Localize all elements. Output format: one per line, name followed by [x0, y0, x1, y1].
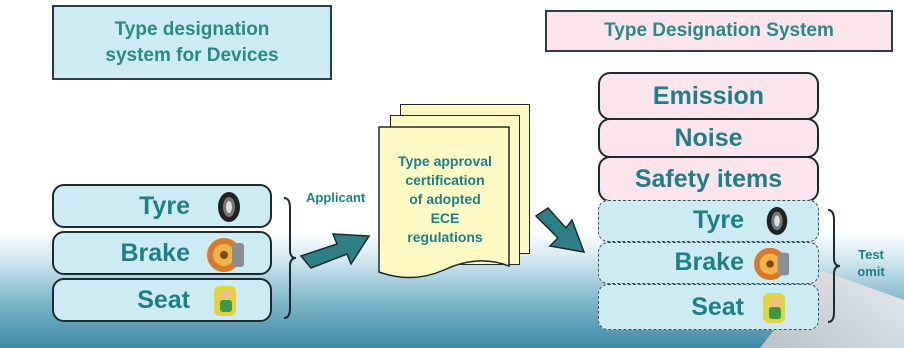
system-item-noise: Noise — [598, 118, 819, 158]
system-item-safety: Safety items — [598, 156, 819, 202]
device-label: Seat — [137, 286, 190, 314]
system-device-label: Brake — [674, 248, 745, 276]
system-item-label: Emission — [652, 81, 765, 110]
document-front — [378, 126, 510, 279]
device-row-seat: Seat — [52, 278, 272, 322]
system-device-label: Tyre — [693, 206, 744, 234]
system-device-label: Seat — [691, 293, 744, 321]
arrow-to-document — [299, 233, 371, 269]
device-label: Brake — [120, 239, 191, 267]
system-device-tyre: Tyre — [598, 200, 819, 242]
arrow-to-system — [534, 207, 586, 253]
doc-line5: regulations — [407, 229, 483, 245]
document-text: Type approval certification of adopted E… — [380, 152, 510, 247]
right-bracket — [827, 209, 841, 323]
applicant-label: Applicant — [306, 190, 366, 205]
left-title-line2: system for Devices — [105, 44, 279, 66]
left-title-box: Type designation system for Devices — [52, 5, 332, 80]
test-omit-line2: omit — [857, 264, 885, 279]
left-title-line1: Type designation — [114, 18, 270, 40]
test-omit-label: Test omit — [846, 246, 896, 280]
system-device-seat: Seat — [598, 284, 819, 330]
right-title-box: Type Designation System — [545, 10, 893, 52]
left-bracket — [283, 197, 297, 319]
system-item-emission: Emission — [598, 72, 819, 120]
doc-line4: ECE — [430, 210, 460, 226]
doc-line2: certification — [405, 172, 485, 188]
device-label: Tyre — [139, 192, 190, 220]
child-seat-icon — [763, 293, 785, 323]
tyre-icon — [218, 192, 240, 222]
brake-disc-icon — [207, 238, 244, 272]
tyre-icon — [766, 207, 788, 235]
doc-line3: of adopted — [409, 191, 481, 207]
doc-line1: Type approval — [398, 153, 492, 169]
system-item-label: Safety items — [634, 164, 783, 193]
child-seat-icon — [214, 286, 236, 316]
right-title: Type Designation System — [604, 20, 834, 41]
system-item-label: Noise — [674, 123, 743, 152]
device-row-tyre: Tyre — [52, 184, 272, 228]
device-row-brake: Brake — [52, 231, 272, 275]
brake-disc-icon — [753, 247, 790, 281]
system-device-brake: Brake — [598, 242, 819, 284]
test-omit-line1: Test — [858, 247, 884, 262]
